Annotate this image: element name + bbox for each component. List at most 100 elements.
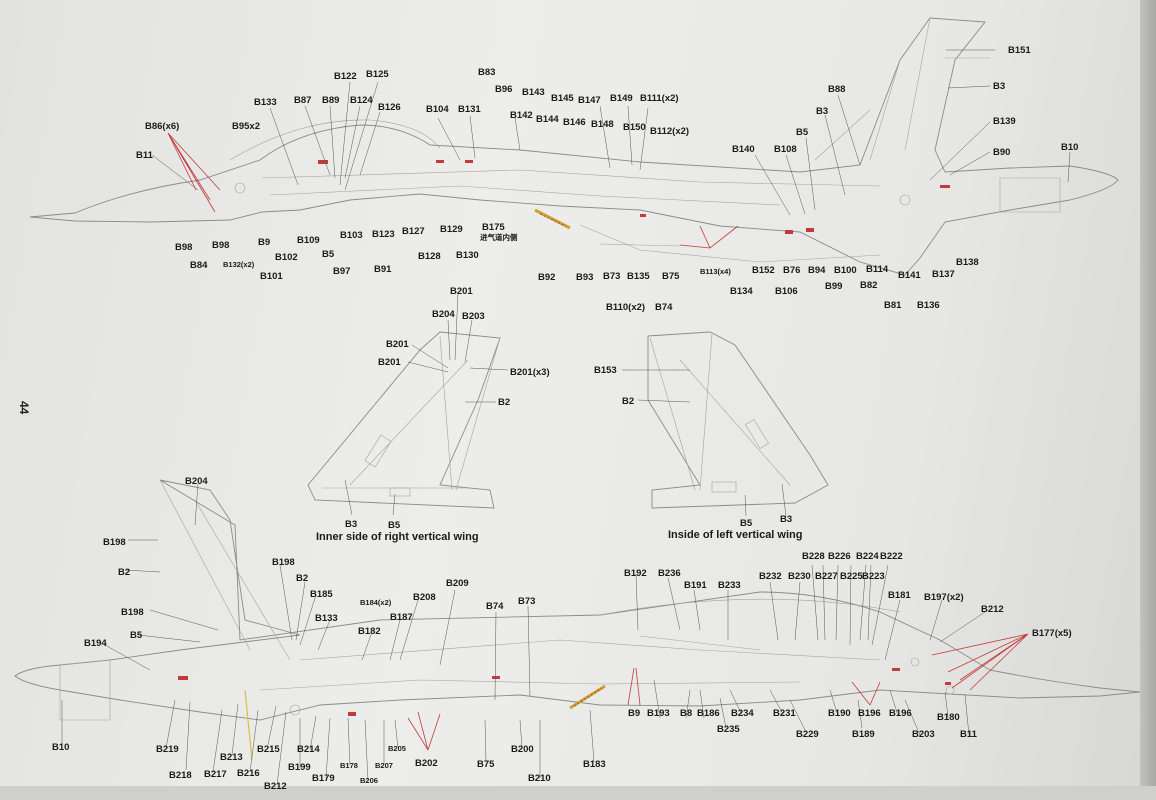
right-fin-outline [307,331,501,509]
bottom-label: B230 [788,571,811,582]
top-label: B100 [834,265,857,276]
fin-label: B201 [386,339,409,350]
fin-label: B5 [388,520,401,531]
bottom-label: B186 [697,708,720,719]
top-label: B89 [322,95,339,106]
top-label: B127 [402,226,425,237]
bottom-label: B208 [413,592,436,603]
top-label: B76 [783,265,800,276]
top-label: B145 [551,93,574,104]
top-label: 进气道内侧 [480,232,518,242]
page-number: 44 [17,401,31,415]
bottom-label: B10 [52,742,69,753]
bottom-label: B8 [680,708,692,719]
top-label: B9 [258,237,270,248]
right-fin-caption: Inner side of right vertical wing [316,531,479,543]
fin-label: B204 [432,309,455,320]
top-label: B114 [866,264,889,275]
top-label: B82 [860,280,877,291]
bottom-label: B203 [912,729,935,740]
top-label: B138 [956,257,979,268]
top-label: B137 [932,269,955,280]
top-label: B96 [495,84,512,95]
top-label: B94 [808,265,826,276]
top-label: B5 [322,249,335,260]
top-label: B83 [478,67,495,78]
top-label: B141 [898,270,921,281]
bottom-label: B198 [121,607,144,618]
bottom-label: B193 [647,708,670,719]
bottom-label: B177(x5) [1032,628,1072,639]
top-label: B175 [482,222,505,233]
top-label: B5 [796,127,809,138]
bottom-label: B200 [511,744,534,755]
top-label: B97 [333,266,350,277]
bottom-label: B9 [628,708,640,719]
bottom-label: B232 [759,571,782,582]
top-label: B95x2 [232,121,260,132]
bottom-label: B216 [237,768,260,779]
bottom-label: B209 [446,578,469,589]
bottom-label: B182 [358,626,381,637]
bottom-label: B225 [840,571,863,582]
top-label: B81 [884,300,902,311]
bottom-label: B223 [862,571,885,582]
top-label: B129 [440,224,463,235]
top-label: B73 [603,271,620,282]
page-bottom-edge [0,786,1156,800]
top-label: B136 [917,300,940,311]
top-leader-lines [151,49,1071,249]
top-label: B150 [623,122,646,133]
top-label: B88 [828,84,845,95]
bottom-label: B215 [257,744,280,755]
bottom-label: B212 [264,781,287,792]
fin-label: B201(x3) [510,367,550,378]
left-fin-labels: B153 B2 B5 B3 [594,365,792,529]
bottom-side-profile [14,479,1141,761]
top-label: B111(x2) [640,93,679,104]
top-label: B112(x2) [650,126,689,137]
bottom-label: B199 [288,762,311,773]
bottom-label: B207 [375,761,393,770]
bottom-label: B133 [315,613,338,624]
left-fin-caption: Inside of left vertical wing [668,529,802,541]
bottom-label: B2 [296,573,308,584]
fin-label: B3 [780,514,792,525]
fin-label: B203 [462,311,485,322]
top-label: B90 [993,147,1010,158]
top-label: B93 [576,272,593,283]
top-label: B102 [275,252,298,263]
top-label: B75 [662,271,680,282]
top-label: B110(x2) [606,302,645,313]
fin-label: B3 [345,519,357,530]
top-label: B98 [212,240,229,251]
top-label: B146 [563,117,586,128]
top-label: B131 [458,104,481,115]
bottom-label: B233 [718,580,741,591]
bottom-label: B191 [684,580,707,591]
bottom-label: B235 [717,724,740,735]
bottom-label: B184(x2) [360,598,392,607]
top-label: B134 [730,286,753,297]
top-label: B144 [536,114,559,125]
top-label: B104 [426,104,449,115]
top-label: B103 [340,230,363,241]
bottom-label: B181 [888,590,911,601]
bottom-label: B210 [528,773,551,784]
left-fin-leaders [622,369,787,517]
top-label: B106 [775,286,798,297]
binding-edge [1140,0,1156,800]
top-label: B147 [578,95,601,106]
top-label: B142 [510,110,533,121]
top-label: B139 [993,116,1016,127]
top-label: B99 [825,281,842,292]
bottom-label: B187 [390,612,413,623]
fin-label: B2 [622,396,634,407]
bottom-label: B189 [852,729,875,740]
top-label: B11 [136,150,154,161]
bottom-label: B178 [340,761,358,770]
fin-label: B2 [498,397,510,408]
top-label: B86(x6) [145,121,179,132]
